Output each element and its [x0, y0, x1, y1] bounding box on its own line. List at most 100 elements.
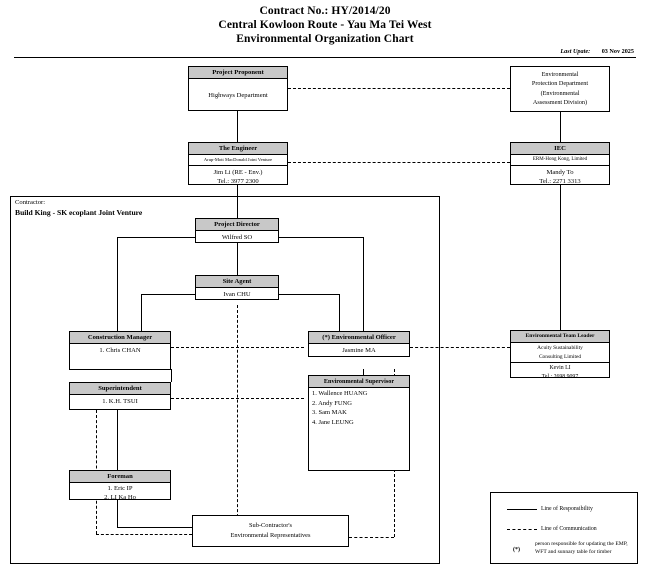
engineer-body: Jim Li (RE - Env.) Tel.: 3977 2300 [189, 166, 287, 188]
line-proponent-epd [288, 88, 510, 89]
box-foreman: Foreman 1. Eric IP 2. LI Ka Ho [69, 470, 171, 501]
line-siteagent-left-h [141, 294, 195, 295]
legend-responsibility-label: Line of Responsibility [541, 506, 593, 512]
epd-line4: Assessment Division) [532, 99, 588, 107]
list-item: 2. LI Ka Ho [104, 494, 136, 501]
title-project-name: Central Kowloon Route - Yau Ma Tei West [218, 19, 432, 31]
line-iec-etl [560, 184, 561, 330]
contractor-name: Build King - SK ecoplant Joint Venture [15, 207, 143, 217]
etl-body: Kevin LI Tel.: 2698 9097 [511, 363, 609, 383]
epd-body: Environmental Protection Department (Env… [511, 67, 609, 110]
line-director-right-v [363, 237, 364, 332]
box-environmental-supervisor: Environmental Supervisor 1. Wallence HUA… [308, 375, 410, 471]
box-environmental-team-leader: Environmental Team Leader Acuity Sustain… [510, 330, 610, 380]
legend-asterisk-symbol: (*) [513, 547, 520, 553]
line-siteagent-subcontractor [237, 305, 238, 537]
line-siteagent-left-v [141, 294, 142, 332]
environmental-officer-header: (*) Environmental Officer [309, 332, 409, 344]
line-siteagent-right-v [339, 294, 340, 332]
epd-line3: (Environmental [540, 89, 580, 97]
iec-body: Mandy To Tel.: 2271 3313 [511, 166, 609, 188]
etl-person: Kevin LI [549, 365, 571, 372]
line-superintendent-foreman [117, 410, 118, 473]
box-engineer: The Engineer Arup-Mott MacDonald Joint V… [188, 142, 288, 185]
line-director-siteagent [237, 243, 238, 275]
superintendent-header: Superintendent [70, 383, 170, 395]
box-iec: IEC ERM-Hong Kong, Limited Mandy To Tel.… [510, 142, 610, 185]
legend-communication-label: Line of Communication [541, 526, 597, 532]
line-foreman-sub-v [117, 500, 118, 527]
project-proponent-body: Highways Department [208, 92, 268, 99]
box-site-agent: Site Agent Ivan CHU [195, 275, 279, 300]
line-eo-supervisor [363, 369, 364, 375]
legend-box: Line of Responsibility Line of Communica… [490, 492, 638, 564]
contractor-boundary [10, 196, 440, 564]
box-project-proponent: Project Proponent Highways Department [188, 66, 288, 111]
engineer-person: Jim Li (RE - Env.) [213, 169, 263, 176]
legend-asterisk-note: person responsible for updating the EMP,… [535, 541, 628, 555]
project-director-header: Project Director [196, 219, 278, 231]
header-divider [14, 57, 636, 58]
sub-contractor-line1: Sub-Contractor's [248, 522, 293, 529]
project-proponent-header: Project Proponent [189, 67, 287, 79]
last-update-label: Last Upate: [560, 48, 591, 55]
iec-person: Mandy To [546, 169, 574, 176]
epd-line2: Protection Department [531, 80, 589, 88]
etl-tel: Tel.: 2698 9097 [541, 373, 579, 380]
box-superintendent: Superintendent 1. K.H. TSUI [69, 382, 171, 410]
environmental-supervisor-header: Environmental Supervisor [309, 376, 409, 388]
line-proponent-engineer [237, 110, 238, 143]
line-foreman-sub-h [117, 527, 192, 528]
page-title: Contract No.: HY/2014/20 Central Kowloon… [0, 4, 650, 46]
last-update: Last Upate: 03 Nov 2025 [560, 48, 634, 55]
line-superintendent-eo [171, 398, 304, 399]
line-director-left-h [117, 237, 195, 238]
line-eo-etl [410, 347, 510, 348]
iec-sub: ERM-Hong Kong, Limited [511, 155, 609, 166]
foreman-list: 1. Eric IP 2. LI Ka Ho [70, 483, 170, 504]
contractor-label-text: Contractor: [15, 199, 46, 206]
engineer-header: The Engineer [189, 143, 287, 155]
line-cm-eo [171, 347, 304, 348]
contractor-label: Contractor: Build King - SK ecoplant Joi… [15, 198, 142, 217]
line-director-right-h [279, 237, 363, 238]
box-project-director: Project Director Wilfred SO [195, 218, 279, 243]
sub-contractor-line2: Environmental Representatives [230, 531, 311, 539]
last-update-value: 03 Nov 2025 [601, 48, 634, 55]
line-eo-sub-h [349, 537, 394, 538]
iec-tel: Tel.: 2271 3313 [539, 178, 581, 185]
project-director-body: Wilfred SO [221, 234, 253, 241]
list-item: 2. Andy FUNG [312, 399, 352, 407]
environmental-supervisor-list: 1. Wallence HUANG 2. Andy FUNG 3. Sam MA… [309, 388, 409, 429]
etl-header: Environmental Team Leader [511, 331, 609, 343]
line-cm-superintendent [171, 369, 172, 382]
etl-sub-line1: Acuity Sustainability [537, 345, 583, 351]
box-construction-manager: Construction Manager 1. Chris CHAN [69, 331, 171, 370]
list-item: 3. Sam MAK [312, 409, 347, 417]
line-director-left-v [117, 237, 118, 332]
line-epd-iec [560, 111, 561, 143]
engineer-tel: Tel.: 3977 2300 [217, 178, 259, 185]
construction-manager-header: Construction Manager [70, 332, 170, 344]
title-contract-no: Contract No.: HY/2014/20 [259, 5, 391, 17]
site-agent-body: Ivan CHU [223, 291, 251, 298]
list-item: 1. Wallence HUANG [312, 390, 368, 397]
list-item: 1. Eric IP [107, 485, 133, 492]
epd-line1: Environmental [541, 71, 579, 78]
line-superintendent-sub-h [96, 534, 192, 535]
legend-dashed-line-sample [507, 529, 537, 530]
list-item: 4. Jane LEUNG [312, 418, 354, 426]
etl-sub: Acuity Sustainability Consulting Limited [511, 343, 609, 364]
legend-solid-line-sample [507, 509, 537, 510]
sub-contractor-body: Sub-Contractor's Environmental Represent… [193, 516, 348, 542]
environmental-officer-body: Jasmine MA [342, 347, 376, 354]
site-agent-header: Site Agent [196, 276, 278, 288]
iec-header: IEC [511, 143, 609, 155]
foreman-header: Foreman [70, 471, 170, 483]
line-siteagent-right-h [279, 294, 339, 295]
box-environmental-officer: (*) Environmental Officer Jasmine MA [308, 331, 410, 357]
box-sub-contractor: Sub-Contractor's Environmental Represent… [192, 515, 349, 547]
title-chart-name: Environmental Organization Chart [236, 33, 414, 45]
construction-manager-body: 1. Chris CHAN [99, 347, 141, 354]
